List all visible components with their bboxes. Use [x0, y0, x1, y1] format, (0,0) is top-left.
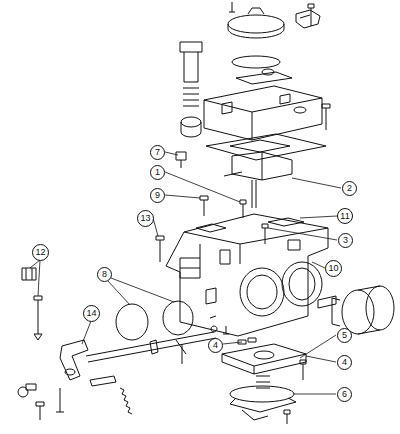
callout-circle: 5	[337, 328, 352, 343]
callout-number: 7	[155, 148, 160, 157]
callout-number: 14	[86, 309, 96, 318]
callout-circle: 12	[32, 244, 49, 261]
callout-circle: 6	[337, 387, 352, 402]
callout-number: 12	[35, 248, 45, 257]
callout-number: 9	[155, 191, 160, 200]
callout-circle: 3	[338, 233, 353, 248]
callout-circle: 11	[337, 208, 353, 224]
callout-circle: 9	[150, 188, 165, 203]
callout-number: 10	[328, 264, 338, 273]
callout-circle: 13	[137, 210, 154, 227]
callout-number: 11	[340, 212, 349, 221]
callout-circle: 14	[83, 305, 100, 322]
leader-lines	[30, 152, 341, 394]
callout-circle: 8	[97, 267, 112, 282]
callout-number: 4	[213, 341, 218, 350]
callout-number: 5	[342, 331, 347, 340]
callout-circle: 2	[342, 181, 357, 196]
callout-circle: 4	[337, 355, 352, 370]
callout-number: 1	[155, 168, 160, 177]
callout-circle: 1	[150, 165, 165, 180]
callout-number: 8	[102, 270, 107, 279]
callout-number: 6	[342, 390, 347, 399]
callout-circle: 10	[325, 260, 342, 277]
callout-number: 2	[347, 184, 352, 193]
callout-number: 3	[343, 236, 348, 245]
callout-number: 13	[140, 214, 150, 223]
callout-circle: 7	[150, 145, 165, 160]
callout-circle: 4	[208, 338, 223, 353]
callout-number: 4	[342, 358, 347, 367]
